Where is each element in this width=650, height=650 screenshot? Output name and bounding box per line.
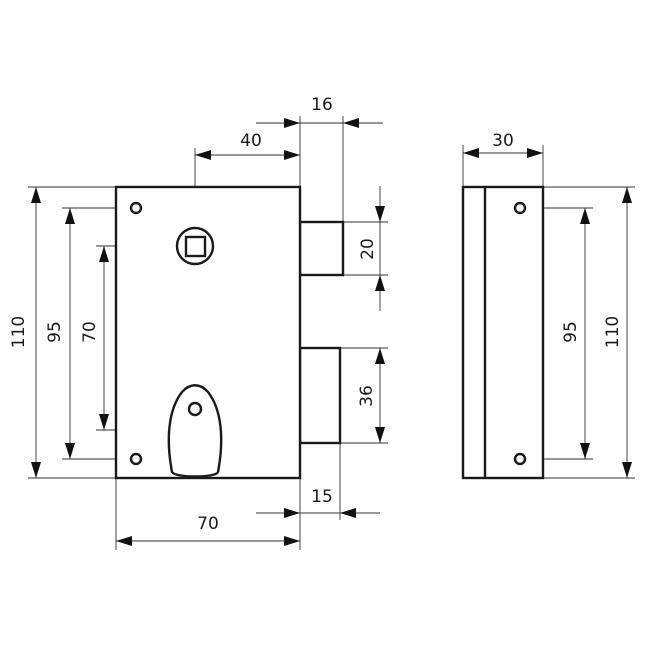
dim-lower-bolt-projection-label: 15 [311, 487, 333, 507]
arrowhead [99, 246, 109, 262]
dim-height-label: 110 [9, 316, 29, 348]
front-view [114, 185, 345, 480]
upper-bolt [298, 220, 345, 277]
arrowhead [343, 118, 359, 128]
side-body [461, 185, 545, 480]
arrowhead [340, 508, 356, 518]
arrowhead [580, 443, 590, 459]
side-view [461, 185, 545, 480]
side-dim-height-label: 110 [603, 316, 623, 348]
dim-spindle-keyhole-label: 70 [80, 321, 100, 343]
arrowhead [284, 536, 300, 546]
arrowhead [622, 187, 632, 203]
arrowhead [31, 187, 41, 203]
arrowhead [580, 208, 590, 224]
dimension-lines [28, 116, 635, 550]
arrowhead [195, 150, 211, 160]
side-screw-hole-bottom [513, 452, 527, 466]
arrowhead [65, 208, 75, 224]
square-spindle-hole [184, 235, 207, 258]
dim-upper-bolt-height-label: 20 [358, 238, 378, 260]
arrowhead [284, 508, 300, 518]
arrowhead [622, 462, 632, 478]
side-screw-hole-top [513, 201, 527, 215]
arrowhead [375, 275, 385, 291]
arrowhead [375, 206, 385, 222]
screw-hole-bottom [129, 452, 143, 466]
arrowhead [116, 536, 132, 546]
arrowhead [65, 443, 75, 459]
arrowhead [375, 348, 385, 364]
arrowhead [527, 148, 543, 158]
arrowhead [284, 118, 300, 128]
keyhole [187, 401, 203, 417]
keyhole-escutcheon [167, 384, 223, 478]
arrowhead [99, 414, 109, 430]
dim-width-label: 70 [197, 514, 219, 534]
arrowhead [31, 462, 41, 478]
arrowhead [375, 427, 385, 443]
dim-hole-spacing-label: 95 [45, 321, 65, 343]
lower-bolt [298, 346, 342, 445]
screw-hole-top [129, 201, 143, 215]
arrowhead [284, 150, 300, 160]
arrowhead [463, 148, 479, 158]
side-dim-hole-spacing-label: 95 [561, 321, 581, 343]
dim-upper-bolt-projection-label: 16 [311, 95, 333, 115]
side-dim-depth-label: 30 [492, 131, 514, 151]
dim-lower-bolt-height-label: 36 [357, 385, 377, 407]
dim-spindle-offset-label: 40 [240, 131, 262, 151]
